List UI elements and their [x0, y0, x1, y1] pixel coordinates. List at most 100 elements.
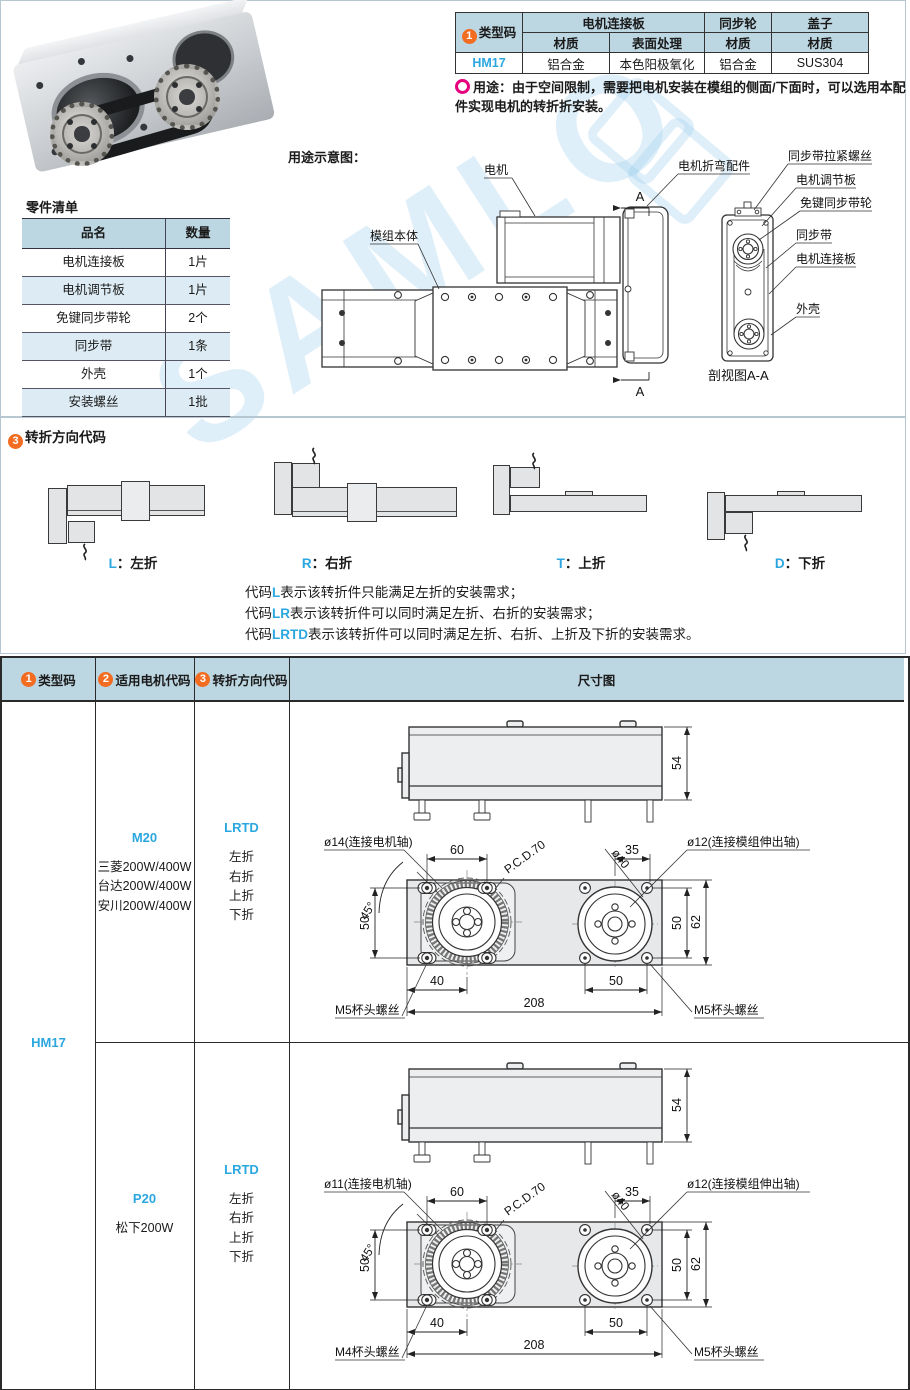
dim-208: 208 — [524, 1338, 545, 1352]
direction-item: 下折 — [228, 1249, 254, 1264]
dim-40: 40 — [430, 974, 444, 988]
label-timing-belt: 同步带 — [796, 228, 832, 242]
dimension-table-header — [2, 658, 904, 702]
note-line-1: 代码L表示该转折件只能满足左折的安装需求； — [245, 585, 524, 600]
bend-accessory-drawing — [622, 206, 669, 364]
dim-50-bottom: 50 — [609, 974, 623, 988]
direction-diagram-L — [45, 470, 210, 565]
note-ring-icon — [455, 79, 470, 94]
section-view: 剖视图A-A — [708, 201, 774, 383]
label-module: 模组本体 — [370, 229, 418, 243]
badge-1-icon: 1 — [461, 28, 477, 44]
part-name: 外壳 — [22, 361, 166, 388]
note-line-2: 代码LR表示该转折件可以同时满足左折、右折的安装需求； — [245, 606, 601, 621]
part-name: 安装螺丝 — [22, 389, 166, 416]
spec-group-pulley: 同步轮 — [704, 12, 772, 33]
direction-diagram-T — [490, 452, 650, 525]
spec-sub-material3: 材质 — [771, 32, 869, 53]
direction-item: 上折 — [228, 1230, 254, 1245]
front-view: 60 35 50 50 62 40 — [324, 1176, 810, 1361]
header-dimension-drawing: 尺寸图 — [577, 673, 616, 688]
direction-code-cell-row1: LRTD 左折 右折 上折 下折 — [194, 702, 289, 1042]
label-motor-adjust-plate: 电机调节板 — [796, 173, 856, 187]
section-view-title: 剖视图A-A — [708, 368, 769, 383]
dir-label-D: D：下折 — [774, 556, 826, 571]
motor-code-cell-row2: P20 松下200W — [95, 1042, 194, 1385]
direction-item: 左折 — [228, 1191, 254, 1206]
usage-note: 用途：由于空间限制，需要把电机安装在模组的侧面/下面时，可以选用本配件实现电机的… — [455, 78, 907, 116]
motor-model: 安川200W/400W — [97, 898, 192, 913]
direction-list: 左折 右折 上折 下折 — [229, 1190, 254, 1268]
cable-squiggle-icon — [532, 452, 536, 470]
note-line-3: 代码LRTD表示该转折件可以同时满足左折、右折、上折及下折的安装需求。 — [245, 627, 700, 642]
spec-sub-material1: 材质 — [522, 32, 610, 53]
drawing-callouts: ø14(连接电机轴) ø12(连接模组伸出轴) M5杯头螺丝 M5杯头螺丝 — [324, 834, 810, 1019]
part-qty: 1片 — [188, 255, 208, 269]
direction-diagram-R — [270, 447, 460, 550]
part-name: 电机连接板 — [22, 249, 166, 276]
direction-item: 右折 — [228, 1211, 254, 1226]
spec-type-code: HM17 — [455, 52, 523, 74]
usage-callouts: 电机 模组本体 电机折弯配件 同步带拉紧螺丝 电机调节板 免键同步带轮 同步带 … — [370, 148, 872, 336]
section-a-bottom: A — [636, 384, 645, 399]
direction-item: 右折 — [228, 869, 254, 884]
motor-drawing — [496, 210, 621, 284]
motor-model: 台达200W/400W — [97, 879, 192, 894]
direction-code: LRTD — [224, 820, 259, 836]
motor-code: M20 — [131, 829, 158, 845]
dimension-drawing-row2: 54 — [324, 1062, 810, 1361]
dim-35: 35 — [625, 1185, 639, 1199]
dim-50-left: 50 — [358, 916, 372, 930]
dim-50-right: 50 — [670, 1258, 684, 1272]
badge-3-icon: 3 — [8, 434, 23, 449]
dim-40: 40 — [430, 1316, 444, 1330]
cable-squiggle-icon — [312, 447, 316, 465]
column-divider — [194, 658, 195, 1389]
label-screw-right: M5杯头螺丝 — [694, 1345, 759, 1359]
dim-50-bottom: 50 — [609, 1316, 623, 1330]
dim-208: 208 — [524, 996, 545, 1010]
direction-notes: 代码L表示该转折件只能满足左折的安装需求； 代码LR表示该转折件可以同时满足左折… — [245, 582, 700, 645]
module-body-drawing — [321, 286, 618, 371]
motor-models: 松下200W — [116, 1219, 174, 1238]
label-belt-tension-screw: 同步带拉紧螺丝 — [788, 148, 872, 163]
label-motor-shaft: ø11(连接电机轴) — [324, 1176, 412, 1191]
side-view: 54 — [397, 1062, 692, 1165]
dim-height: 54 — [670, 756, 684, 770]
usage-diagram: A A — [321, 148, 872, 399]
dimension-drawing-row1: 54 — [324, 720, 810, 1019]
label-screw-right: M5杯头螺丝 — [694, 1003, 759, 1017]
motor-model: 松下200W — [115, 1220, 174, 1235]
parts-header-name: 品名 — [22, 219, 166, 248]
section-a-top: A — [636, 189, 645, 204]
label-screw-left: M4杯头螺丝 — [335, 1345, 400, 1359]
label-pcd: P.C.D.70 — [502, 1179, 549, 1218]
usage-note-text: 由于空间限制，需要把电机安装在模组的侧面/下面时，可以选用本配件实现电机的转折折… — [455, 80, 906, 114]
spec-val-material2: 铝合金 — [704, 52, 772, 74]
part-name: 电机调节板 — [22, 277, 166, 304]
spec-sub-material2: 材质 — [704, 32, 772, 53]
direction-item: 下折 — [228, 908, 254, 923]
direction-section-frame — [0, 417, 906, 654]
spec-group-motor-plate: 电机连接板 — [522, 12, 705, 33]
label-keyless-pulley: 免键同步带轮 — [800, 195, 872, 210]
mount-screws — [417, 881, 497, 965]
dim-62: 62 — [689, 1257, 703, 1271]
front-view: 60 35 50 50 62 40 — [324, 834, 810, 1019]
dim-height: 54 — [670, 1098, 684, 1112]
direction-list: 左折 右折 上折 下折 — [229, 848, 254, 926]
dir-label-T: T：上折 — [556, 556, 606, 571]
dim-50-left: 50 — [358, 1258, 372, 1272]
label-motor-shaft: ø14(连接电机轴) — [324, 834, 413, 849]
label-screw-left: M5杯头螺丝 — [335, 1003, 400, 1017]
badge-3-icon: 3 — [195, 671, 211, 687]
badge-2-icon: 2 — [98, 671, 114, 687]
part-qty: 1条 — [188, 339, 208, 353]
motor-code-cell-row1: M20 三菱200W/400W 台达200W/400W 安川200W/400W — [95, 702, 194, 1042]
